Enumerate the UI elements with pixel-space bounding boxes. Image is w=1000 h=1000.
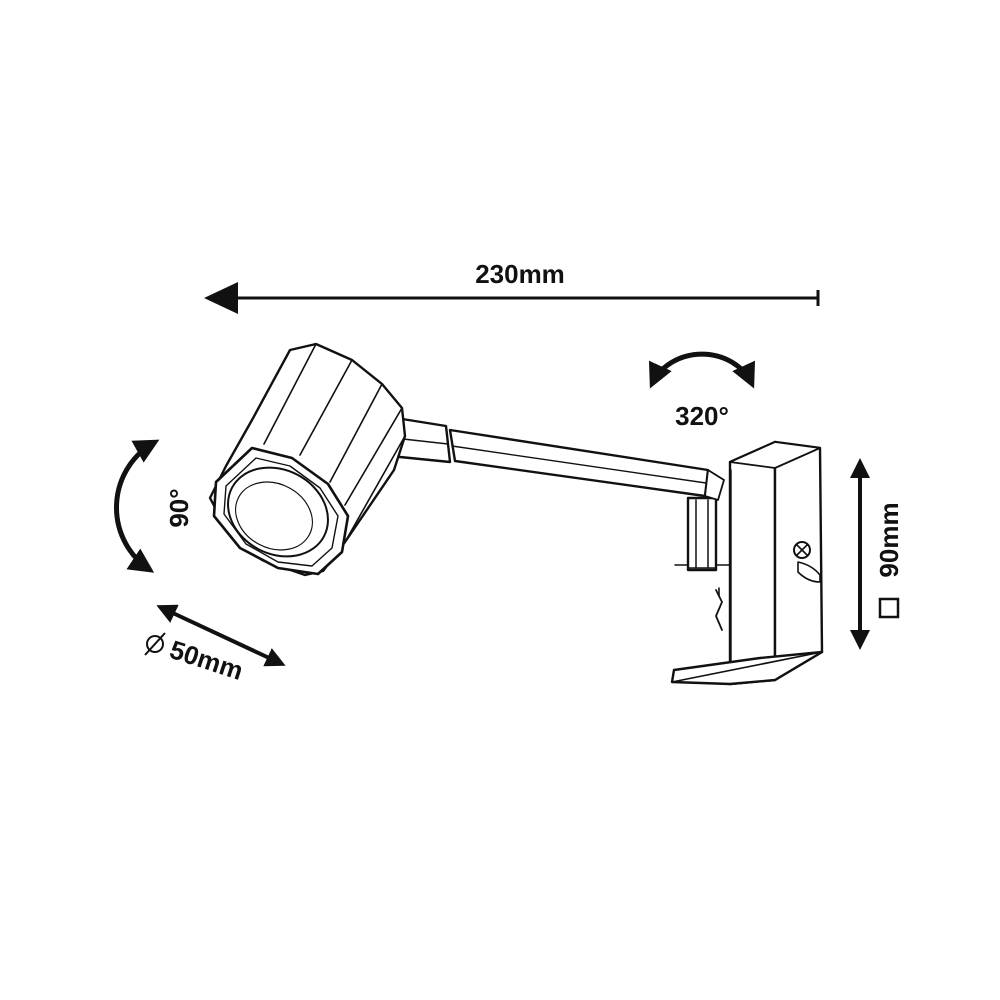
tilt-label: 90° [164,488,194,527]
length-dimension: 230mm [204,259,820,314]
plate-dimension: 90mm [850,458,904,650]
square-symbol-icon [878,597,900,619]
swivel-arc [649,351,755,389]
tilt-dimension: 90° [114,439,194,573]
screw-icon [793,541,811,559]
diameter-dimension-line [156,604,286,667]
plate-label: 90mm [874,502,904,577]
swivel-label: 320° [675,401,729,431]
swivel-dimension: 320° [649,351,755,431]
lamp-lens [212,446,350,576]
diameter-dimension: 50mm [144,604,286,686]
lamp-arm [448,428,725,501]
wall-plate [670,440,824,686]
switch-icon [715,587,723,631]
length-label: 230mm [475,259,565,289]
tilt-arc [114,439,160,573]
diameter-symbol-icon [144,632,166,656]
lamp-drawing [208,342,824,686]
arm-joint [686,496,718,572]
length-arrowhead-left [204,282,238,314]
